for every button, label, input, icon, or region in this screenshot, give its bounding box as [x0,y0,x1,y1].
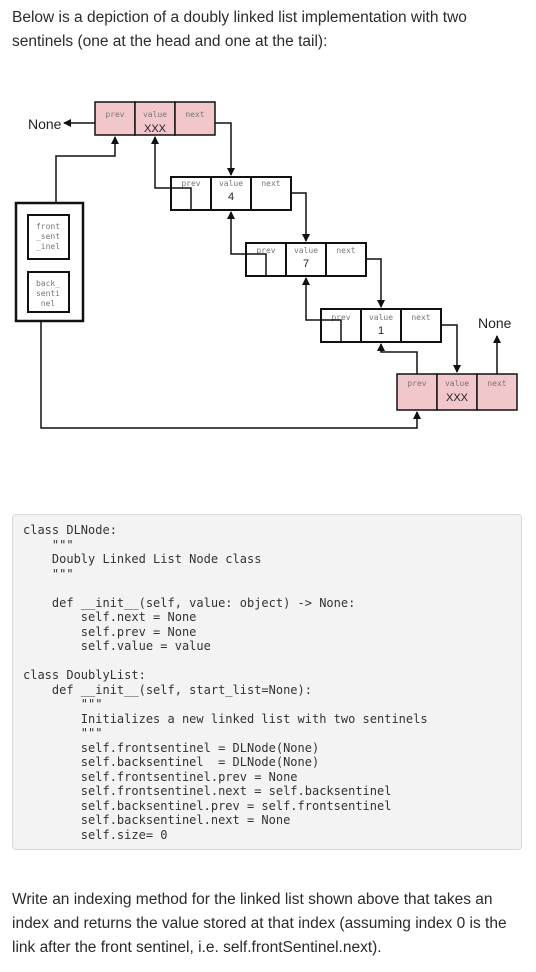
node-value: XXX [446,392,469,404]
node-value: 1 [378,325,384,337]
tail-sentinel-node: prev value next XXX [396,373,518,411]
next-label: next [411,313,430,322]
arrow-next-1 [291,192,310,242]
value-label: value [369,313,393,322]
value-label: value [143,110,167,119]
back-sentinel-label-3: nel [41,299,56,308]
front-sentinel-label-2: _sent [36,232,60,241]
list-node: prev value next 4 [170,176,292,211]
doubly-list-object: front _sent _inel back_ senti nel [14,201,85,323]
none-label-left: None [28,116,62,132]
prev-label: prev [331,313,350,322]
head-sentinel-node: prev value next XXX [94,101,216,136]
value-label: value [294,246,318,255]
prev-label: prev [407,379,426,388]
next-label: next [261,179,280,188]
arrow-next-3 [441,324,461,373]
back-sentinel-label-2: senti [36,289,60,298]
code-text: class DLNode: """ Doubly Linked List Nod… [23,523,428,842]
front-sentinel-label-1: front [36,222,60,231]
node-value: XXX [144,123,167,135]
arrow-back-sentinel [40,286,421,429]
next-label: next [185,110,204,119]
prev-label: prev [256,246,275,255]
next-label: next [336,246,355,255]
next-label: next [487,379,506,388]
intro-paragraph: Below is a depiction of a doubly linked … [12,9,467,50]
back-sentinel-label-1: back_ [36,279,60,288]
list-node: prev value next 7 [245,242,367,277]
front-sentinel-label-3: _inel [36,242,60,251]
arrow-prev-4 [377,343,418,374]
value-label: value [445,379,469,388]
arrow-prev-2 [227,211,267,276]
arrow-prev-3 [302,277,342,342]
node-value: 7 [303,258,309,270]
node-value: 4 [228,191,234,203]
question-paragraph: Write an indexing method for the linked … [12,891,507,956]
prev-label: prev [181,179,200,188]
list-node: prev value next 1 [320,308,442,343]
value-label: value [219,179,243,188]
none-label-right: None [478,315,512,331]
arrow-prev-1 [151,136,192,210]
linked-list-diagram: prev value next XXX prev value next 4 pr… [14,101,518,429]
arrow-next-0 [215,122,235,176]
arrow-next-2 [366,258,385,308]
code-block: class DLNode: """ Doubly Linked List Nod… [12,514,522,850]
prev-label: prev [105,110,124,119]
arrow-front-sentinel [55,136,119,216]
